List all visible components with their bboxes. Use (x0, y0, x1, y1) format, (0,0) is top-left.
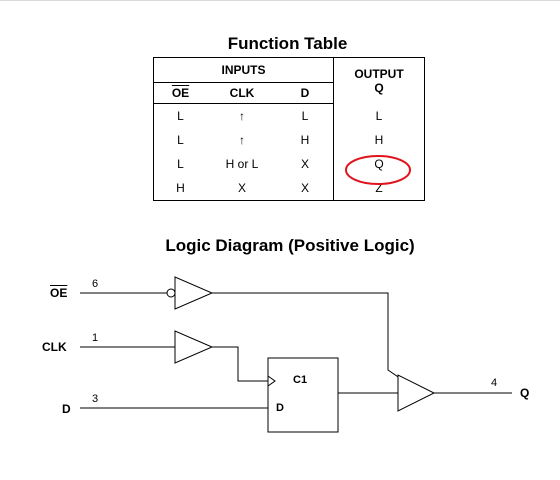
column-header-clk: CLK (207, 82, 277, 104)
inverter-bubble (166, 288, 176, 298)
oe-pin-label-text: OE (50, 286, 68, 300)
cell-clk: ↑ (239, 109, 245, 123)
cell-q: L (333, 103, 425, 128)
logic-diagram-title: Logic Diagram (Positive Logic) (165, 236, 415, 255)
output-buffer (397, 374, 436, 412)
ff-clock-label: C1 (293, 374, 308, 386)
d-pin-number: 3 (92, 393, 99, 405)
column-header-oe-text: OE (171, 86, 190, 100)
clk-to-ff-wire (212, 346, 268, 382)
column-header-d: D (277, 82, 334, 104)
cell-oe: L (177, 157, 184, 171)
output-header-line2: Q (374, 80, 384, 95)
output-header-line1: OUTPUT (354, 66, 404, 81)
flip-flop (267, 357, 339, 433)
table-row: H X X Z (154, 176, 425, 201)
clk-pin-label: CLK (42, 340, 67, 354)
function-table: INPUTS OUTPUT Q OE CLK D L ↑ L L L ↑ H H… (153, 57, 425, 201)
d-pin-label: D (62, 402, 71, 416)
clk-pin-number: 1 (92, 332, 99, 344)
cell-d: X (300, 157, 309, 171)
inputs-header: INPUTS (153, 57, 334, 83)
clk-buffer (174, 330, 214, 364)
oe-buffer (174, 276, 214, 310)
cell-d: H (300, 133, 310, 147)
clock-edge-icon (267, 375, 276, 387)
cell-d: L (301, 109, 309, 123)
q-pin-label: Q (520, 386, 530, 400)
oe-pin-label: OE (50, 286, 67, 300)
function-table-title: Function Table (227, 34, 348, 53)
output-header: OUTPUT Q (333, 57, 425, 104)
cell-q: Z (333, 176, 425, 201)
highlight-ellipse (345, 155, 411, 185)
cell-clk: X (237, 181, 246, 195)
q-pin-number: 4 (491, 377, 498, 389)
cell-clk: ↑ (239, 133, 245, 147)
oe-pin-number: 6 (92, 278, 99, 290)
cell-oe: L (177, 133, 184, 147)
top-divider (0, 0, 560, 1)
cell-d: X (300, 181, 309, 195)
table-row: L ↑ L L (154, 103, 425, 128)
column-header-oe: OE (153, 82, 207, 104)
cell-oe: H (176, 181, 185, 195)
cell-q: H (333, 128, 425, 152)
cell-clk: H or L (225, 157, 259, 171)
cell-oe: L (177, 109, 184, 123)
ff-data-label: D (276, 402, 284, 414)
table-row: L ↑ H H (154, 128, 425, 152)
